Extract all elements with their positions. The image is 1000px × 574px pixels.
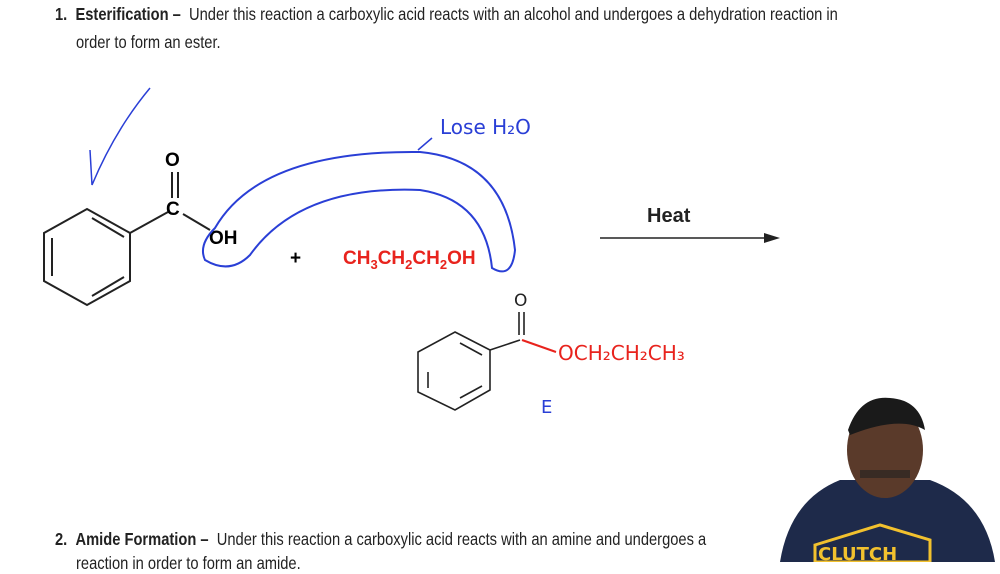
- presenter-video: CLUTCH: [780, 397, 995, 562]
- section2-text: Under this reaction a carboxylic acid re…: [216, 529, 707, 549]
- product-carbonyl-oxygen: O: [514, 291, 527, 311]
- section1-title: Esterification –: [75, 4, 181, 24]
- section1-number: 1.: [55, 4, 68, 24]
- section1-text-line2: order to form an ester.: [76, 32, 221, 52]
- reaction-arrow: [600, 233, 780, 243]
- plus-sign: +: [290, 248, 301, 269]
- benzene-ring-reactant: [43, 172, 211, 307]
- section2-number: 2.: [55, 529, 68, 549]
- section1-heading: 1. Esterification – Under this reaction …: [55, 4, 838, 25]
- section1-text: Under this reaction a carboxylic acid re…: [189, 4, 838, 24]
- section2-heading: 2. Amide Formation – Under this reaction…: [55, 529, 706, 550]
- benzene-ring-product: [417, 312, 525, 411]
- lose-water-annotation: Lose H₂O: [440, 115, 531, 139]
- propanol-formula: CH3CH2CH2OH: [343, 248, 476, 272]
- water-loss-loop: [202, 150, 517, 273]
- shirt-logo: CLUTCH: [818, 544, 897, 562]
- heat-condition: Heat: [647, 205, 691, 227]
- product-label: E: [541, 397, 552, 418]
- section2-text-line2: reaction in order to form an amide.: [76, 553, 301, 573]
- product-propyl-chain: OCH₂CH₂CH₃: [558, 341, 685, 365]
- section2-title: Amide Formation –: [75, 529, 209, 549]
- reaction-drawing: O C OH + CH3CH2CH2OH Lose H₂O Heat O OCH…: [43, 87, 995, 562]
- carbonyl-oxygen: O: [165, 150, 180, 171]
- checkmark-icon: [89, 87, 151, 186]
- hydroxyl-group: OH: [209, 228, 238, 249]
- carbonyl-carbon: C: [166, 199, 180, 220]
